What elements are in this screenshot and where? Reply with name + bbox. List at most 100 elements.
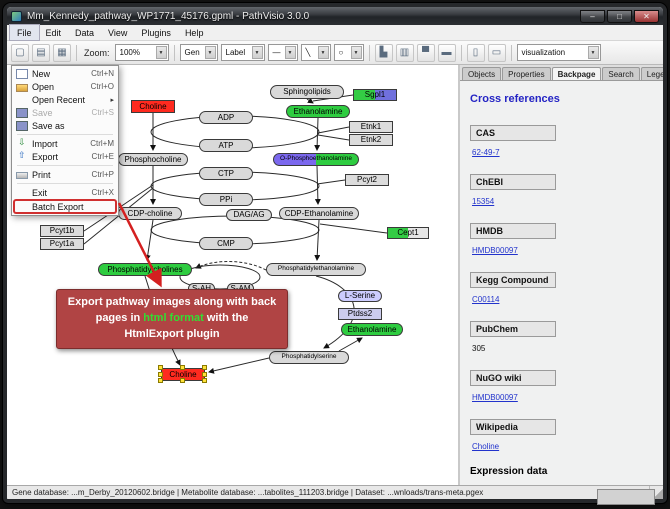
arrow-template-select[interactable]: ╲▼	[300, 44, 331, 61]
xref-value[interactable]: C00114	[472, 295, 500, 304]
pathway-node-atp[interactable]: ATP	[199, 139, 253, 152]
align-top-button[interactable]: ▀	[416, 43, 435, 62]
xref-value[interactable]: 62-49-7	[472, 148, 500, 157]
minimize-button[interactable]: –	[580, 9, 605, 23]
tab-search[interactable]: Search	[602, 67, 640, 80]
pathway-node-phosphatidylcholines[interactable]: Phosphatidylcholines	[98, 263, 192, 276]
open-file-button[interactable]: ▤	[32, 43, 50, 62]
xref-value[interactable]: HMDB00097	[472, 393, 518, 402]
align-center-button[interactable]: ▥	[395, 43, 414, 62]
visualization-select[interactable]: visualization▼	[516, 44, 601, 61]
pathway-node-ethanolamine[interactable]: Ethanolamine	[286, 105, 350, 118]
stack-vertical-button[interactable]: ▭	[487, 43, 506, 62]
menu-item-label: Save	[32, 107, 53, 118]
menu-plugins[interactable]: Plugins	[141, 27, 171, 38]
stack-horizontal-button[interactable]: ▯	[466, 43, 485, 62]
label-template-select[interactable]: Label▼	[220, 44, 265, 61]
xref-title: Wikipedia	[470, 419, 556, 435]
menu-data[interactable]: Data	[75, 27, 95, 38]
xref-title: ChEBI	[470, 174, 556, 190]
pathway-node-sphingolipids[interactable]: Sphingolipids	[270, 85, 344, 99]
selection-handle[interactable]	[158, 378, 163, 383]
pathway-node-etnk2[interactable]: Etnk2	[349, 134, 393, 146]
selection-handle[interactable]	[202, 365, 207, 370]
pathway-node-ptdss2[interactable]: Ptdss2	[338, 308, 382, 320]
xref-value[interactable]: 15354	[472, 197, 495, 206]
align-left-button[interactable]: ▙	[374, 43, 393, 62]
tab-properties[interactable]: Properties	[502, 67, 551, 80]
pathway-node-ppi[interactable]: PPi	[199, 193, 253, 206]
pathway-node-phosphocholine[interactable]: Phosphocholine	[118, 153, 188, 166]
tab-objects[interactable]: Objects	[462, 67, 502, 80]
zoom-select-value: 100%	[119, 48, 140, 57]
selection-handle[interactable]	[180, 378, 185, 383]
zoom-select[interactable]: 100% ▼	[114, 44, 169, 61]
pathway-node-cdp-ethanolamine[interactable]: CDP-Ethanolamine	[279, 207, 359, 220]
printer-icon	[16, 172, 28, 179]
menu-edit[interactable]: Edit	[45, 27, 62, 38]
pathway-node-adp[interactable]: ADP	[199, 111, 253, 124]
pathway-node-sgpl1[interactable]: Sgpl1	[353, 89, 397, 101]
xref-value[interactable]: HMDB00097	[472, 246, 518, 255]
align-middle-button[interactable]: ▬	[437, 43, 456, 62]
save-file-button[interactable]: ▦	[53, 43, 71, 62]
toolbar-separator	[76, 44, 77, 61]
menu-item-save-as[interactable]: Save as	[13, 119, 117, 132]
pathway-node-choline[interactable]: Choline	[131, 100, 175, 113]
import-arrow-icon	[16, 137, 28, 149]
menu-help[interactable]: Help	[184, 27, 204, 38]
maximize-button[interactable]: □	[607, 9, 632, 23]
menu-item-label: Save as	[32, 120, 65, 131]
menu-file[interactable]: File	[9, 24, 40, 41]
title-bar[interactable]: Mm_Kennedy_pathway_WP1771_45176.gpml - P…	[7, 7, 663, 25]
pathway-node-dag-ag[interactable]: DAG/AG	[226, 209, 272, 221]
annotation-text: Export pathway images along with back pa…	[67, 296, 277, 340]
selection-handle[interactable]	[158, 365, 163, 370]
new-file-button[interactable]: ▢	[11, 43, 29, 62]
pathway-node-o-phosphoethanolamine[interactable]: O-Phosphoethanolamine	[273, 153, 359, 166]
selection-handle[interactable]	[158, 371, 163, 377]
line-template-select[interactable]: —▼	[267, 44, 298, 61]
pathway-node-phosphatidylethanolamine[interactable]: Phosphatidylethanolamine	[266, 263, 366, 276]
pathway-node-cept1[interactable]: Cept1	[387, 227, 429, 239]
zoom-label: Zoom:	[84, 47, 110, 58]
pathway-node-cdp-choline[interactable]: CDP-choline	[118, 207, 182, 220]
selection-handle[interactable]	[202, 378, 207, 383]
pathway-node-ctp[interactable]: CTP	[199, 167, 253, 180]
tab-backpage[interactable]: Backpage	[551, 67, 602, 80]
selection-handle[interactable]	[180, 365, 185, 370]
tab-legend[interactable]: Legend	[640, 67, 663, 80]
menu-view[interactable]: View	[108, 27, 128, 38]
pathway-node-l-serine[interactable]: L-Serine	[338, 290, 382, 302]
gene-template-select[interactable]: Gen▼	[179, 44, 218, 61]
dropdown-arrow-icon: ▼	[155, 46, 167, 59]
gene-template-select-value: Gen	[184, 48, 200, 57]
pathway-node-etnk1[interactable]: Etnk1	[349, 121, 393, 133]
pathway-node-pcyt2[interactable]: Pcyt2	[345, 174, 389, 186]
menu-item-label: Export	[32, 151, 59, 162]
pathway-node-phosphatidylserine[interactable]: Phosphatidylserine	[269, 351, 349, 364]
app-window: Mm_Kennedy_pathway_WP1771_45176.gpml - P…	[3, 3, 667, 503]
menu-item-batch-export[interactable]: Batch Export	[13, 199, 117, 214]
pathway-node-ethanolamine[interactable]: Ethanolamine	[341, 323, 403, 336]
expression-data-header: Expression data	[470, 466, 548, 477]
menu-item-open-recent[interactable]: Open Recent▸	[13, 93, 117, 106]
xref-title: NuGO wiki	[470, 370, 556, 386]
shape-template-select[interactable]: ○▼	[333, 44, 364, 61]
selection-handle[interactable]	[202, 371, 207, 377]
pathway-node-cmp[interactable]: CMP	[199, 237, 253, 250]
pathway-node-pcyt1b[interactable]: Pcyt1b	[40, 225, 84, 237]
xref-title: Kegg Compound	[470, 272, 556, 288]
xref-value[interactable]: Choline	[472, 442, 500, 451]
close-button[interactable]: ✕	[634, 9, 659, 23]
pathway-node-pcyt1a[interactable]: Pcyt1a	[40, 238, 84, 250]
